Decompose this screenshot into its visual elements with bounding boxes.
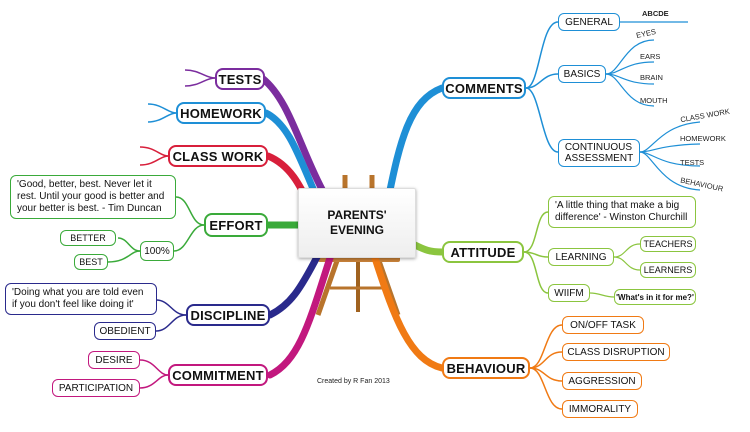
- effort-best[interactable]: BEST: [74, 254, 108, 270]
- behaviour-aggression[interactable]: AGGRESSION: [562, 372, 642, 390]
- topic-comments[interactable]: COMMENTS: [442, 77, 526, 99]
- continuous-tests: TESTS: [680, 158, 705, 167]
- wiifm-meaning[interactable]: 'What's in it for me?': [614, 289, 696, 305]
- central-topic[interactable]: PARENTS' EVENING: [298, 188, 416, 258]
- basics-mouth: MOUTH: [640, 96, 668, 105]
- effort-percent[interactable]: 100%: [140, 241, 174, 261]
- discipline-quote[interactable]: 'Doing what you are told even if you don…: [5, 283, 157, 315]
- attitude-learning[interactable]: LEARNING: [548, 248, 614, 266]
- effort-quote[interactable]: 'Good, better, best. Never let it rest. …: [10, 175, 176, 219]
- behaviour-class-disruption[interactable]: CLASS DISRUPTION: [562, 343, 670, 361]
- comments-general[interactable]: GENERAL: [558, 13, 620, 31]
- comments-abcde: ABCDE: [642, 9, 669, 18]
- discipline-obedient[interactable]: OBEDIENT: [94, 322, 156, 340]
- topic-commitment[interactable]: COMMITMENT: [168, 364, 268, 386]
- basics-brain: BRAIN: [640, 73, 663, 82]
- learning-teachers[interactable]: TEACHERS: [640, 236, 696, 252]
- topic-tests[interactable]: TESTS: [215, 68, 265, 90]
- topic-class-work[interactable]: CLASS WORK: [168, 145, 268, 167]
- central-title-line1: PARENTS': [327, 208, 387, 222]
- topic-attitude[interactable]: ATTITUDE: [442, 241, 524, 263]
- topic-behaviour[interactable]: BEHAVIOUR: [442, 357, 530, 379]
- continuous-homework: HOMEWORK: [680, 134, 726, 143]
- topic-homework[interactable]: HOMEWORK: [176, 102, 266, 124]
- commitment-desire[interactable]: DESIRE: [88, 351, 140, 369]
- basics-ears: EARS: [640, 52, 661, 61]
- effort-better[interactable]: BETTER: [60, 230, 116, 246]
- behaviour-immorality[interactable]: IMMORALITY: [562, 400, 638, 418]
- comments-basics[interactable]: BASICS: [558, 65, 606, 83]
- credit-text: Created by R Fan 2013: [317, 378, 390, 385]
- commitment-participation[interactable]: PARTICIPATION: [52, 379, 140, 397]
- learning-learners[interactable]: LEARNERS: [640, 262, 696, 278]
- comments-continuous-assessment[interactable]: CONTINUOUS ASSESSMENT: [558, 139, 640, 167]
- topic-discipline[interactable]: DISCIPLINE: [186, 304, 270, 326]
- attitude-quote[interactable]: 'A little thing that make a big differen…: [548, 196, 696, 228]
- topic-effort[interactable]: EFFORT: [204, 213, 268, 237]
- attitude-wiifm[interactable]: WIIFM: [548, 284, 590, 302]
- behaviour-on-off-task[interactable]: ON/OFF TASK: [562, 316, 644, 334]
- central-title-line2: EVENING: [329, 223, 384, 237]
